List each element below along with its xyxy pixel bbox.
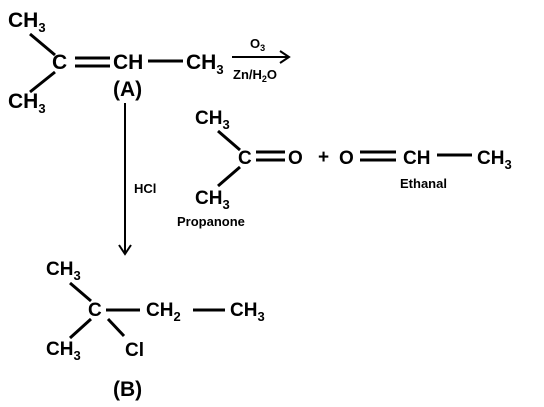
a-bond-top	[29, 32, 56, 57]
propanone-oxygen: O	[288, 148, 303, 169]
ozonolysis-step: O3 Zn/H2O	[232, 36, 291, 84]
b-ch3-right: CH3	[230, 300, 265, 324]
compound-a: CH3 C CH CH3 CH3 (A)	[8, 9, 224, 116]
ethanal-ch3: CH3	[477, 148, 512, 172]
zn-h2o-reagent: Zn/H2O	[233, 67, 277, 84]
b-chlorine: Cl	[125, 340, 144, 361]
a-ch: CH	[113, 51, 143, 74]
compound-b: CH3 C CH2 CH3 CH3 Cl (B)	[46, 259, 265, 401]
propanone-carbon: C	[238, 148, 252, 169]
ethanal-ch: CH	[403, 148, 430, 169]
propanone-ch3-top: CH3	[195, 108, 230, 132]
propanone-name: Propanone	[177, 214, 245, 229]
ethanal-oxygen: O	[339, 148, 354, 169]
a-carbon: C	[52, 51, 67, 74]
propanone-ch3-bottom: CH3	[195, 188, 230, 212]
plus-sign: +	[318, 147, 329, 168]
a-ch3-top: CH3	[8, 9, 46, 35]
hcl-arrowhead	[118, 244, 132, 256]
a-ch3-bottom: CH3	[8, 90, 46, 116]
propanone-bond-bottom	[217, 165, 241, 188]
ethanal-name: Ethanal	[400, 176, 447, 191]
b-label: (B)	[113, 378, 142, 401]
hcl-step: HCl	[118, 103, 156, 256]
b-ch3-bottom: CH3	[46, 339, 81, 363]
b-carbon: C	[88, 300, 102, 321]
propanone-bond-top	[217, 129, 241, 152]
ozonolysis-arrowhead	[279, 50, 291, 64]
b-ch3-top: CH3	[46, 259, 81, 283]
hcl-reagent: HCl	[134, 181, 156, 196]
a-label: (A)	[113, 78, 142, 101]
ozone-reagent: O3	[250, 36, 265, 53]
b-bond-cl	[106, 317, 126, 338]
a-ch3-right: CH3	[186, 51, 224, 77]
a-bond-bottom	[29, 70, 56, 94]
b-ch2: CH2	[146, 300, 181, 324]
b-bond-bottom	[68, 317, 93, 340]
propanone: CH3 C O CH3 Propanone	[177, 108, 303, 229]
ethanal: O CH CH3 Ethanal	[339, 148, 512, 191]
b-bond-top	[69, 281, 92, 303]
